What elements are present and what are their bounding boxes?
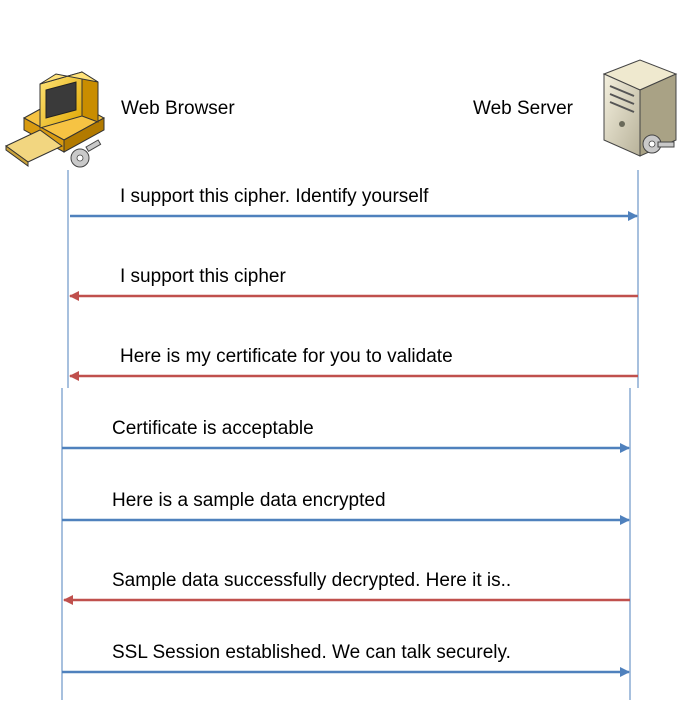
server-label: Web Server: [473, 98, 574, 119]
message-label: Certificate is acceptable: [112, 418, 314, 439]
message-5: Here is a sample data encrypted: [62, 490, 630, 525]
message-1: I support this cipher. Identify yourself: [70, 186, 638, 221]
browser-lifeline: [61, 170, 69, 700]
computer-with-key-icon: [5, 71, 106, 168]
message-label: Sample data successfully decrypted. Here…: [112, 570, 511, 591]
message-label: SSL Session established. We can talk sec…: [112, 642, 511, 663]
message-4: Certificate is acceptable: [62, 418, 630, 453]
server-lifeline: [629, 170, 639, 700]
message-label: Here is a sample data encrypted: [112, 490, 386, 511]
message-label: I support this cipher: [120, 266, 286, 287]
server-with-key-icon: [602, 59, 678, 157]
message-7: SSL Session established. We can talk sec…: [62, 642, 630, 677]
message-label: Here is my certificate for you to valida…: [120, 346, 453, 367]
message-6: Sample data successfully decrypted. Here…: [63, 570, 630, 605]
message-label: I support this cipher. Identify yourself: [120, 186, 429, 207]
message-2: I support this cipher: [69, 266, 638, 301]
browser-label: Web Browser: [121, 98, 235, 119]
message-3: Here is my certificate for you to valida…: [69, 346, 638, 381]
